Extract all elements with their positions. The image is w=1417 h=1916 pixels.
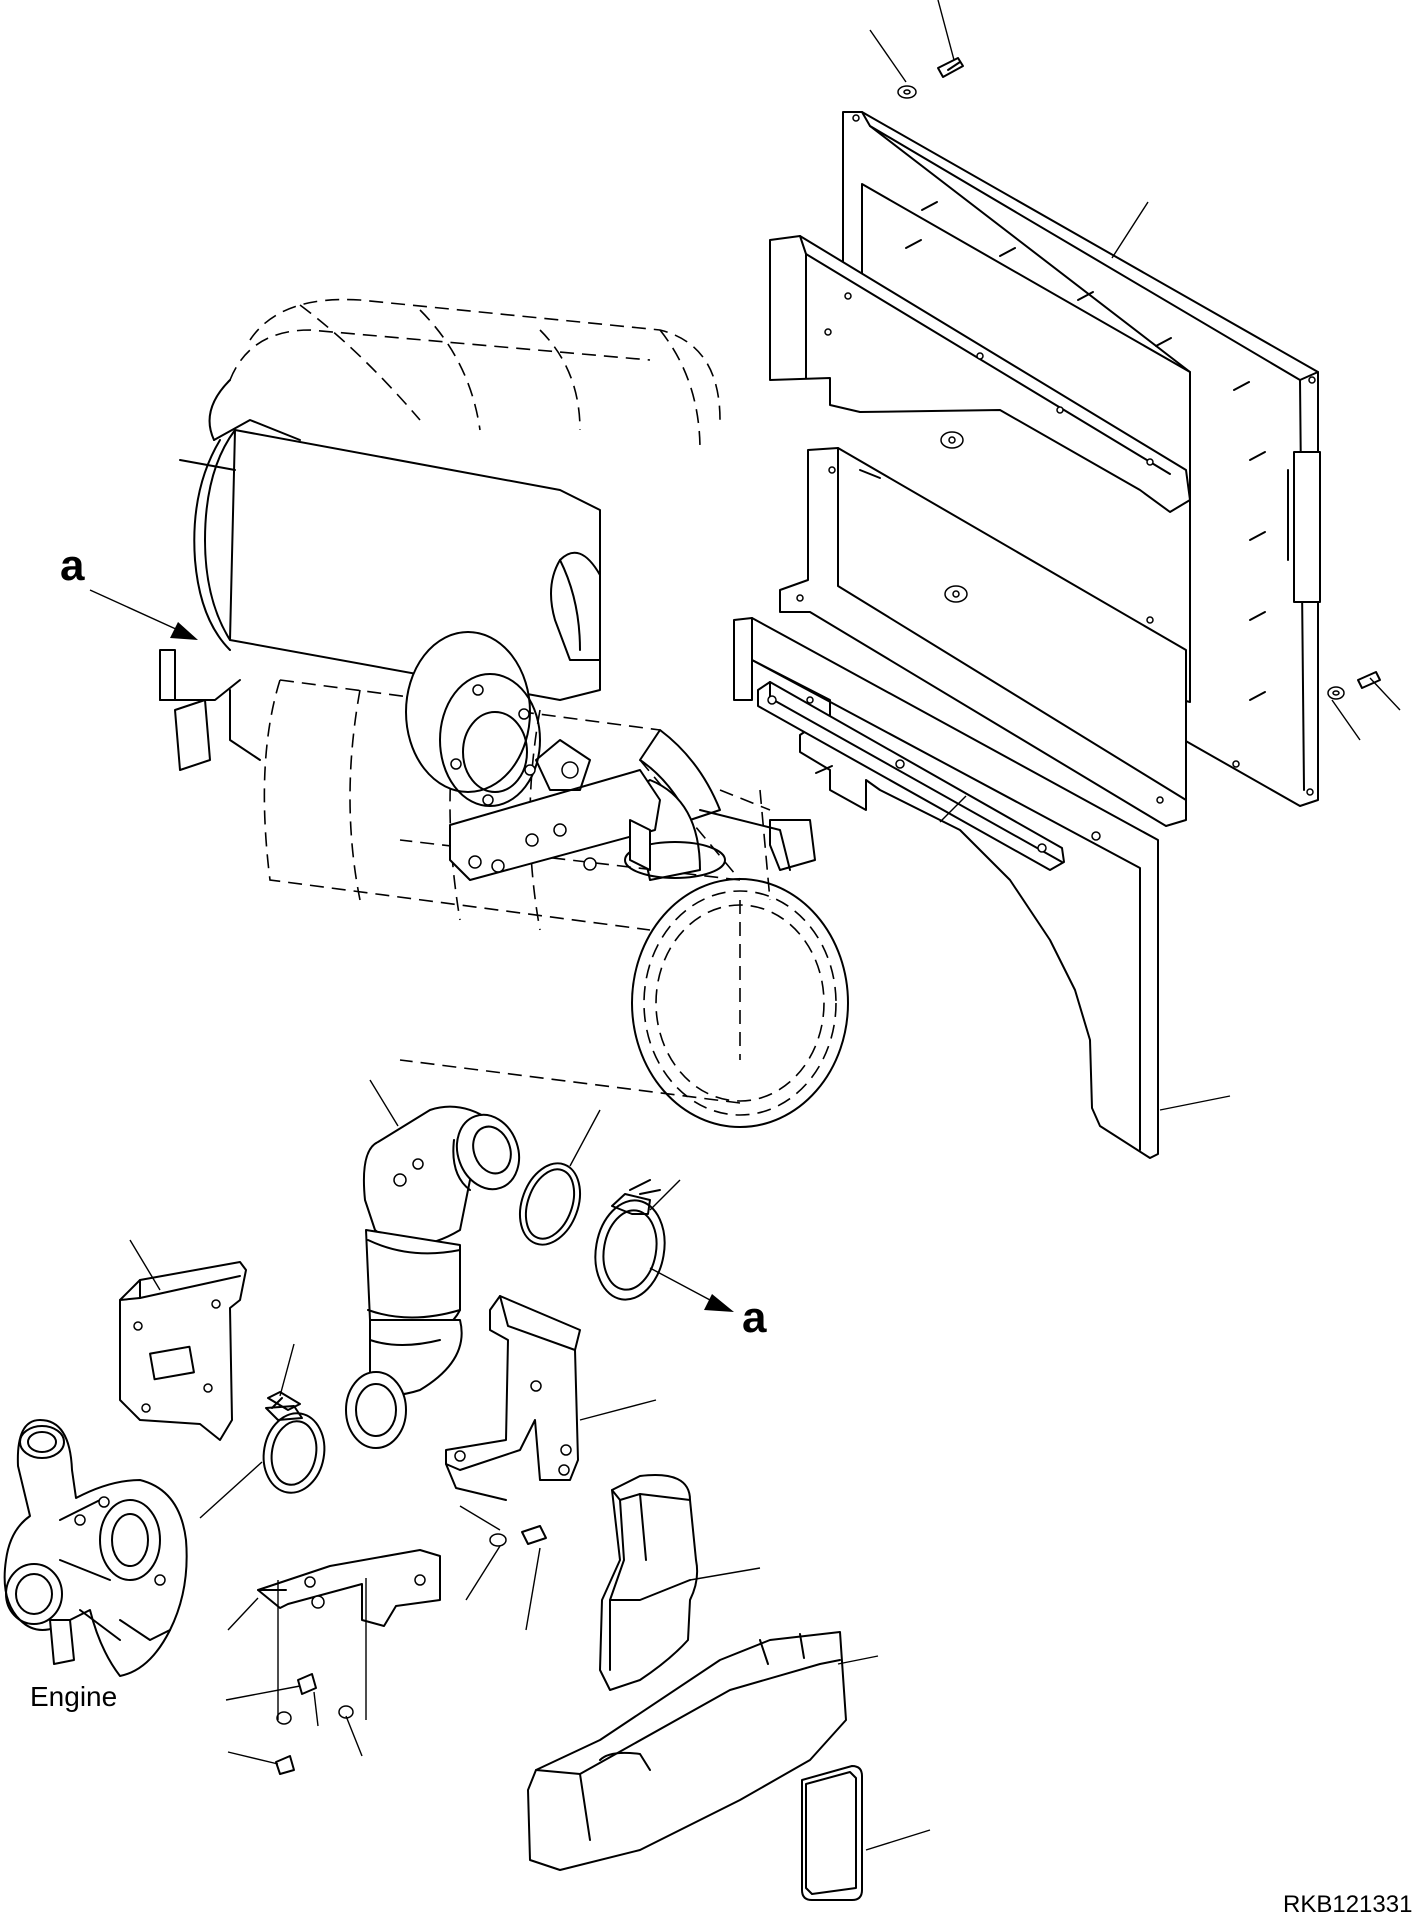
bracket-bolt bbox=[489, 1525, 547, 1547]
view-label-a-top: a bbox=[60, 541, 85, 590]
view-label-a-bottom: a bbox=[742, 1293, 767, 1342]
lower-bracket bbox=[257, 1549, 441, 1627]
intake-duct-upper bbox=[599, 1474, 699, 1691]
lower-bolts bbox=[275, 1673, 354, 1775]
mounting-strap bbox=[757, 681, 1101, 871]
clamp-bolt bbox=[267, 1391, 301, 1411]
center-bracket bbox=[445, 1295, 581, 1501]
drawing-number: RKB121331 bbox=[1283, 1891, 1412, 1916]
leader-lines bbox=[129, 0, 1401, 1851]
gasket bbox=[519, 1162, 581, 1246]
view-arrow-a-top bbox=[89, 589, 198, 640]
exhaust-pipe bbox=[345, 1105, 521, 1449]
turbocharger bbox=[3, 1419, 188, 1677]
engine-label: Engine bbox=[30, 1681, 117, 1712]
top-bolt bbox=[897, 57, 964, 99]
v-band-clamp bbox=[594, 1179, 666, 1301]
view-arrow-a-bottom bbox=[649, 1267, 734, 1312]
aftertreatment-assembly bbox=[159, 298, 849, 1128]
intake-duct-lower bbox=[527, 1631, 847, 1871]
rubber-pad bbox=[801, 1765, 863, 1901]
hose-clamp bbox=[262, 1397, 326, 1494]
side-bolt bbox=[1327, 671, 1381, 700]
upper-heat-shield-plate bbox=[769, 235, 1191, 513]
middle-heat-shield-plate bbox=[779, 447, 1187, 827]
left-bracket bbox=[119, 1261, 247, 1441]
rear-heat-shield-panel bbox=[842, 111, 1321, 807]
